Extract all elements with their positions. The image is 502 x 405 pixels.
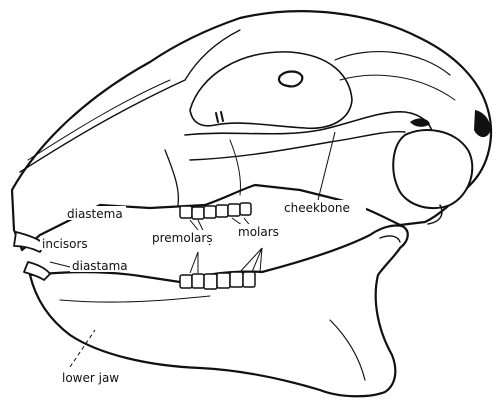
label-molars: molars	[238, 225, 279, 239]
label-diastama-lower: diastama	[72, 259, 128, 273]
label-cheekbone: cheekbone	[284, 201, 350, 215]
lower-molars	[204, 272, 255, 289]
tympanic-bulla	[393, 130, 472, 208]
label-diastema-upper: diastema	[67, 207, 123, 221]
lower-premolars	[180, 274, 204, 288]
lower-incisor	[24, 262, 50, 280]
label-lower-jaw: lower jaw	[62, 371, 119, 385]
upper-premolars	[180, 206, 204, 219]
upper-molars	[204, 203, 251, 218]
label-premolars: premolars	[152, 231, 213, 245]
label-incisors: incisors	[42, 237, 88, 251]
